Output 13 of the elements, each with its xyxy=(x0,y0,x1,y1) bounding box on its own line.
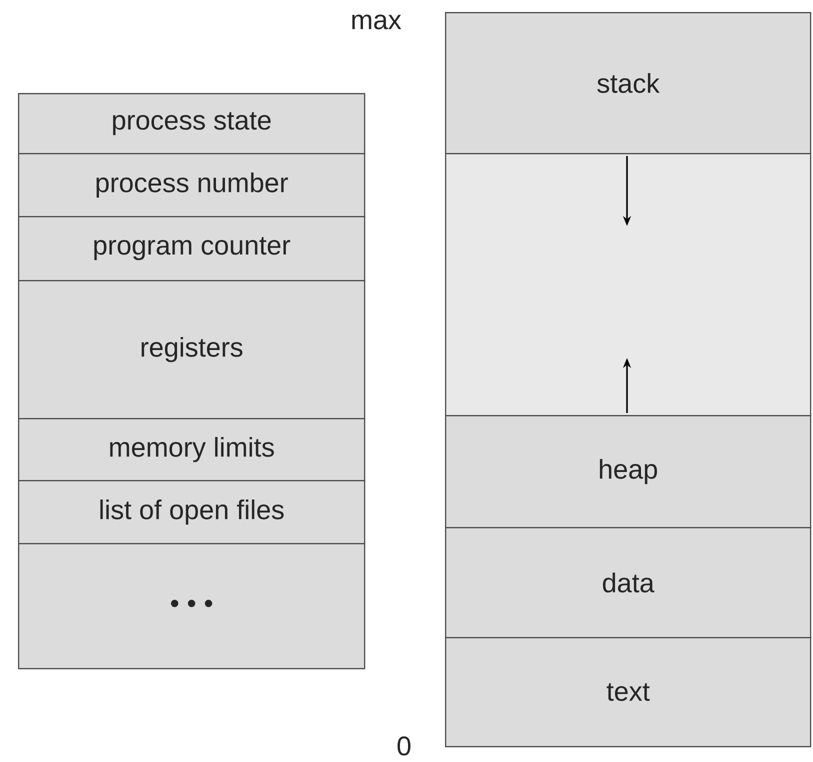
pcb-field-box: process number xyxy=(18,153,366,218)
memory-segment-box: text xyxy=(445,637,812,748)
memory-segment-box: stack xyxy=(445,12,812,154)
address-label: max xyxy=(352,14,402,30)
pcb-field-box: process state xyxy=(18,93,366,154)
address-label: 0 xyxy=(398,736,410,756)
memory-segment-box: data xyxy=(445,527,812,638)
memory-segment-box: heap xyxy=(445,415,812,528)
free-memory-box xyxy=(445,153,812,416)
pcb-field-box: • • • xyxy=(18,543,366,670)
pcb-field-box: memory limits xyxy=(18,418,366,482)
pcb-field-box: program counter xyxy=(18,216,366,282)
pcb-field-box: list of open files xyxy=(18,480,366,544)
